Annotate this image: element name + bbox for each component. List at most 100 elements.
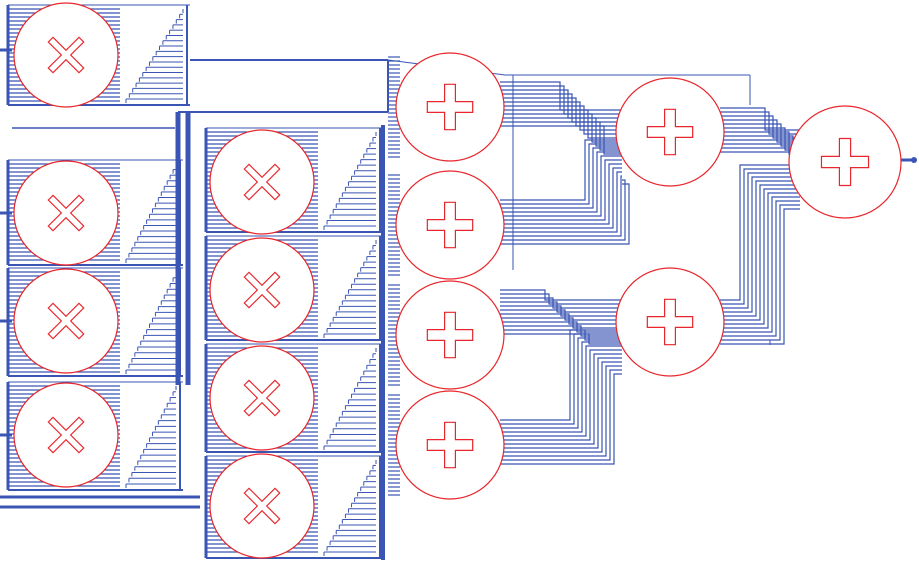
multiplier-partial-product-stairs <box>323 460 377 556</box>
operator-node-circle <box>13 268 119 374</box>
output-pin-icon <box>911 157 917 163</box>
bus-bit-route <box>500 369 622 461</box>
adder1-to-adder2-bus-b <box>500 139 630 245</box>
bus-bit-route <box>720 204 800 341</box>
bus-bit-route <box>500 175 622 237</box>
multiplier-node <box>209 129 315 235</box>
bus-bit-route <box>500 101 622 131</box>
multiply-x-icon <box>47 194 85 232</box>
multiplier-node <box>209 453 315 559</box>
adder-node <box>395 390 505 500</box>
bus-bit-route <box>500 341 622 433</box>
operator-node-circle <box>209 237 315 343</box>
bus-bit-route <box>720 115 800 139</box>
bus-bit-route <box>500 155 622 217</box>
bus-bit-route <box>500 105 622 135</box>
adder1-to-adder2-bus-c <box>500 289 622 345</box>
bus-bit-route <box>500 297 622 309</box>
operator-node-circle <box>13 2 119 108</box>
multiplier-partial-product-stairs <box>125 386 177 488</box>
bus-bit-route <box>500 163 622 225</box>
bus-bit-route <box>500 321 622 333</box>
multiplier-node <box>13 382 119 488</box>
bus-bit-route <box>500 171 622 233</box>
bus-bit-route <box>500 345 622 437</box>
multiply-x-icon <box>47 36 85 74</box>
multiplier-node <box>209 345 315 451</box>
plus-icon <box>426 83 474 131</box>
bus-bit-route <box>500 159 622 221</box>
bus-bit-route <box>500 313 622 325</box>
bus-bit-route <box>720 172 800 309</box>
bus-bit-route <box>500 329 622 421</box>
bus-bit-route <box>720 184 800 321</box>
bus-bit-route <box>500 109 622 139</box>
bus-bit-route <box>500 309 622 321</box>
plus-icon <box>820 137 870 187</box>
adder-node <box>395 52 505 162</box>
bus-bit-route <box>720 192 800 329</box>
nodes-layer <box>13 2 902 559</box>
bus-bit-route <box>500 361 622 453</box>
bus-bit-route <box>500 81 622 111</box>
bus-bit-route <box>500 183 630 245</box>
operator-node-circle <box>13 160 119 266</box>
adder1-to-adder2-bus-a <box>500 81 622 155</box>
multiplier-partial-product-stairs <box>323 348 377 450</box>
final-adder-node <box>788 105 902 219</box>
bus-bit-route <box>500 179 626 241</box>
bus-bit-route <box>500 337 622 429</box>
plus-icon <box>426 201 474 249</box>
adder-input-bus <box>388 284 400 386</box>
bus-bit-route <box>720 196 800 333</box>
bus-bit-route <box>720 139 800 163</box>
adder-input-bus <box>388 394 400 496</box>
bus-bit-route <box>720 164 800 301</box>
bus-bit-route <box>720 135 800 159</box>
bus-bit-route <box>500 139 622 201</box>
operator-node-circle <box>209 453 315 559</box>
bus-bit-route <box>500 333 622 345</box>
bus-bit-route <box>500 301 622 313</box>
bus-bit-route <box>500 85 622 115</box>
plus-icon <box>426 421 474 469</box>
multiplier-partial-product-stairs <box>323 240 377 338</box>
bus-bit-route <box>500 373 622 465</box>
bus-bit-route <box>720 123 800 147</box>
multiply-x-icon <box>47 302 85 340</box>
plus-icon <box>426 311 474 359</box>
bus-bit-route <box>720 107 800 131</box>
multiplier-partial-product-stairs <box>125 9 184 103</box>
bus-bit-route <box>500 317 622 329</box>
bus-bit-route <box>500 147 622 209</box>
operator-node-circle <box>615 267 725 377</box>
adder-node <box>615 267 725 377</box>
multiply-x-icon <box>47 416 85 454</box>
bus-bit-route <box>500 305 622 317</box>
bus-bit-route <box>720 127 800 151</box>
bus-bit-route <box>720 180 800 317</box>
adder-node <box>395 280 505 390</box>
bus-bit-route <box>720 176 800 313</box>
adder-input-bus <box>388 56 400 158</box>
multiplier-partial-product-stairs <box>323 132 377 230</box>
bus-bit-route <box>500 365 622 457</box>
bus-bit-route <box>720 111 800 135</box>
operator-node-circle <box>395 280 505 390</box>
multiplier-partial-product-stairs <box>125 272 177 374</box>
bus-bit-route <box>500 325 622 337</box>
operator-node-circle <box>209 345 315 451</box>
bus-bit-route <box>720 188 800 325</box>
operator-node-circle <box>209 129 315 235</box>
bus-bit-route <box>500 289 622 301</box>
bus-bit-route <box>500 167 622 229</box>
operator-node-circle <box>395 390 505 500</box>
bus-bit-route <box>500 349 622 441</box>
operator-node-circle <box>395 52 505 162</box>
bus-bit-route <box>720 131 800 155</box>
multiplier-partial-product-stairs <box>125 164 177 263</box>
adder1-to-adder2-bus-d <box>500 329 622 465</box>
bus-bit-route <box>500 353 622 445</box>
